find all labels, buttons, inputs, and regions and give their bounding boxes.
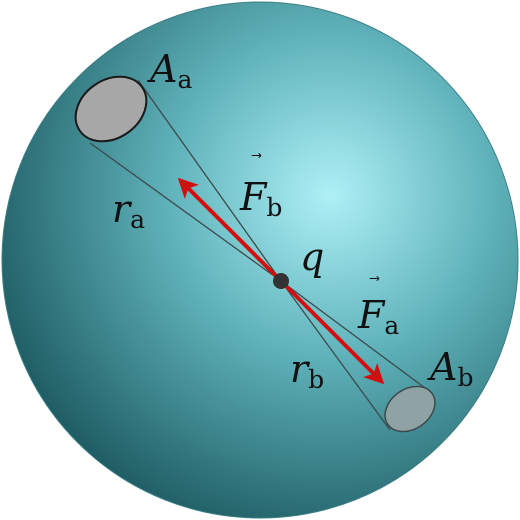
charge-label: q (300, 235, 324, 279)
force-b-arrow (177, 177, 283, 283)
radius-a-label: ra (112, 187, 145, 234)
force-b-label: Fb (239, 175, 282, 222)
cone-b-edge-bottom (280, 280, 391, 431)
charge-dot (273, 273, 289, 289)
force-a-label: Fa (357, 293, 399, 340)
radius-b-label: rb (290, 347, 324, 394)
force-a-arrow (279, 279, 385, 385)
cone-a-edge-top (137, 79, 282, 282)
area-b-label: Ab (427, 345, 473, 392)
area-a-disk (74, 75, 148, 143)
area-b-disk (384, 385, 436, 433)
cone-b-edge-top (280, 280, 426, 389)
area-a-label: Aa (147, 47, 192, 94)
cone-a-edge-bottom (89, 142, 282, 282)
